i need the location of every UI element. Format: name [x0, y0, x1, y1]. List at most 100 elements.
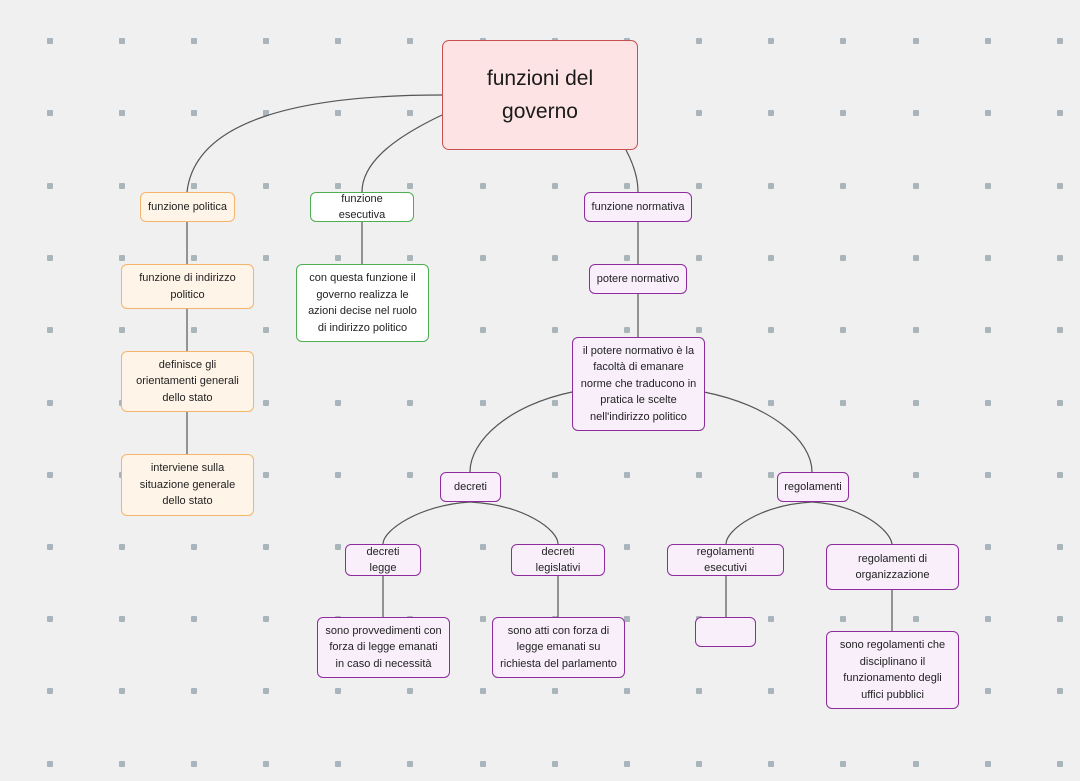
grid-dot — [119, 327, 125, 333]
grid-dot — [696, 688, 702, 694]
node-regolamenti-organizzazione-detail[interactable]: sono regolamenti che disciplinano il fun… — [826, 631, 959, 709]
grid-dot — [985, 110, 991, 116]
grid-dot — [1057, 38, 1063, 44]
grid-dot — [191, 110, 197, 116]
grid-dot — [624, 255, 630, 261]
grid-dot — [985, 544, 991, 550]
grid-dot — [47, 183, 53, 189]
grid-dot — [552, 183, 558, 189]
grid-dot — [840, 761, 846, 767]
node-decreti-legge-detail[interactable]: sono provvedimenti con forza di legge em… — [317, 617, 450, 678]
grid-dot — [552, 472, 558, 478]
grid-dot — [552, 761, 558, 767]
node-funzione-indirizzo[interactable]: funzione di indirizzo politico — [121, 264, 254, 309]
connector-definizione-regolamenti — [703, 391, 813, 473]
grid-dot — [47, 327, 53, 333]
grid-dot — [335, 183, 341, 189]
grid-dot — [191, 38, 197, 44]
node-funzione-normativa[interactable]: funzione normativa — [584, 192, 692, 222]
grid-dot — [263, 761, 269, 767]
node-regolamenti-esecutivi[interactable]: regolamenti esecutivi — [667, 544, 784, 576]
grid-dot — [407, 38, 413, 44]
node-esecutiva-detail[interactable]: con questa funzione il governo realizza … — [296, 264, 429, 342]
grid-dot — [985, 761, 991, 767]
node-decreti-legislativi[interactable]: decreti legislativi — [511, 544, 605, 576]
grid-dot — [191, 255, 197, 261]
grid-dot — [840, 183, 846, 189]
grid-dot — [768, 472, 774, 478]
grid-dot — [913, 400, 919, 406]
grid-dot — [191, 761, 197, 767]
grid-dot — [480, 400, 486, 406]
grid-dot — [47, 400, 53, 406]
grid-dot — [913, 110, 919, 116]
grid-dot — [768, 110, 774, 116]
node-interviene[interactable]: interviene sulla situazione generale del… — [121, 454, 254, 516]
node-decreti-legislativi-detail[interactable]: sono atti con forza di legge emanati su … — [492, 617, 625, 678]
grid-dot — [191, 544, 197, 550]
grid-dot — [191, 327, 197, 333]
grid-dot — [263, 255, 269, 261]
grid-dot — [552, 400, 558, 406]
grid-dot — [552, 688, 558, 694]
grid-dot — [1057, 616, 1063, 622]
grid-dot — [768, 327, 774, 333]
node-potere-normativo[interactable]: potere normativo — [589, 264, 687, 294]
grid-dot — [47, 472, 53, 478]
grid-dot — [191, 688, 197, 694]
grid-dot — [552, 255, 558, 261]
grid-dot — [335, 110, 341, 116]
grid-dot — [768, 255, 774, 261]
grid-dot — [768, 688, 774, 694]
grid-dot — [47, 688, 53, 694]
grid-dot — [552, 327, 558, 333]
grid-dot — [696, 183, 702, 189]
grid-dot — [624, 616, 630, 622]
grid-dot — [263, 544, 269, 550]
grid-dot — [985, 472, 991, 478]
grid-dot — [913, 183, 919, 189]
grid-dot — [335, 472, 341, 478]
grid-dot — [1057, 255, 1063, 261]
grid-dot — [263, 616, 269, 622]
grid-dot — [407, 255, 413, 261]
grid-dot — [480, 688, 486, 694]
grid-dot — [985, 255, 991, 261]
grid-dot — [913, 472, 919, 478]
grid-dot — [1057, 327, 1063, 333]
grid-dot — [696, 472, 702, 478]
node-definizione[interactable]: il potere normativo è la facoltà di eman… — [572, 337, 705, 431]
node-regolamenti-esecutivi-detail[interactable] — [695, 617, 756, 647]
node-regolamenti-organizzazione[interactable]: regolamenti di organizzazione — [826, 544, 959, 590]
grid-dot — [1057, 544, 1063, 550]
grid-dot — [335, 688, 341, 694]
grid-dot — [913, 616, 919, 622]
connector-decreti-legislativi — [469, 501, 559, 545]
grid-dot — [407, 183, 413, 189]
connector-regolamenti-organizzazione — [811, 501, 893, 545]
grid-dot — [47, 38, 53, 44]
grid-dot — [407, 110, 413, 116]
grid-dot — [47, 761, 53, 767]
grid-dot — [840, 616, 846, 622]
root-node[interactable]: funzioni del governo — [442, 40, 638, 150]
node-orientamenti[interactable]: definisce gli orientamenti generali dell… — [121, 351, 254, 412]
grid-dot — [913, 255, 919, 261]
node-funzione-esecutiva[interactable]: funzione esecutiva — [310, 192, 414, 222]
grid-dot — [624, 544, 630, 550]
grid-dot — [263, 38, 269, 44]
grid-dot — [480, 616, 486, 622]
grid-dot — [624, 472, 630, 478]
grid-dot — [985, 616, 991, 622]
grid-dot — [263, 110, 269, 116]
grid-dot — [119, 688, 125, 694]
grid-dot — [624, 761, 630, 767]
node-funzione-politica[interactable]: funzione politica — [140, 192, 235, 222]
node-regolamenti[interactable]: regolamenti — [777, 472, 849, 502]
grid-dot — [119, 255, 125, 261]
grid-dot — [768, 38, 774, 44]
node-decreti[interactable]: decreti — [440, 472, 501, 502]
grid-dot — [624, 688, 630, 694]
node-decreti-legge[interactable]: decreti legge — [345, 544, 421, 576]
